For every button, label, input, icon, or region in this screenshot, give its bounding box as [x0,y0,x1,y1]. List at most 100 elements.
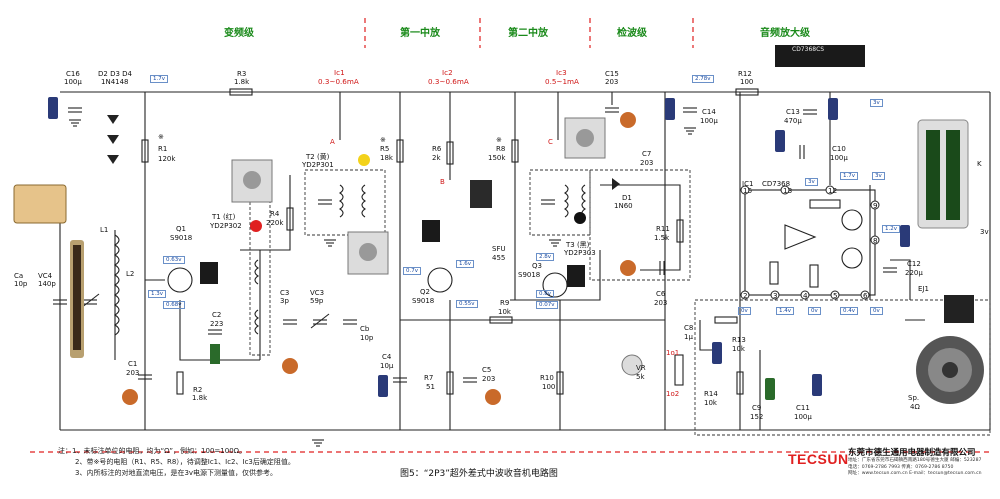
svg-text:5: 5 [833,291,838,300]
r8-star: ※ [496,136,502,144]
r12-label: R12 [738,70,752,78]
ca-value: 10p [14,280,28,288]
r6-value: 2k [432,154,441,162]
volume-in2: 1o2 [666,390,680,398]
c12-label: C12 [907,260,921,268]
ic3-value: 0.5~1mA [545,77,579,86]
r4-value: 220k [266,219,284,227]
t3-value: YD2P303 [564,249,596,257]
stage-title-detector: 检波级 [617,26,648,39]
voltage-tag: 2.78v [692,75,714,83]
component-illustrations [13,45,984,405]
note-line-2: 2、带※号的电阻（R1、R5、R8），待调整Ic1、Ic2、Ic3后确定阻值。 [75,458,295,466]
c12-value: 220μ [905,269,923,277]
c1-value: 203 [126,369,140,377]
c1-label: C1 [128,360,138,368]
voltage-tag: 3v [805,178,818,186]
vc4-value: 140p [38,280,56,288]
voltage-tag: 0.55v [456,300,478,308]
cb-label: Cb [360,325,370,333]
c7-label: C7 [642,150,652,158]
r8-value: 150k [488,154,506,162]
voltage-tag: 1.3v [148,290,167,298]
voltage-tag: 0.63v [163,256,185,264]
stage-title-mixer: 变频级 [224,26,255,39]
r14-label: R14 [704,390,718,398]
voltage-tag: 2.8v [536,253,555,261]
switch-label: K [977,160,982,168]
voltage-tag: 0.4v [840,307,859,315]
test-point-a: A [330,138,335,146]
r5-value: 18k [380,154,393,162]
r8-label: R8 [496,145,506,153]
r3-label: R3 [237,70,247,78]
d1-value: 1N60 [614,202,633,210]
vc3-value: 59p [310,297,324,305]
diodes-label: D2 D3 D4 [98,70,132,78]
ground-symbols [69,119,696,447]
voltage-tag: 1.6v [456,260,475,268]
r11-value: 1.5k [654,234,670,242]
r7-value: 51 [426,383,435,391]
vc3-label: VC3 [310,289,325,297]
c16-value: 100μ [64,78,82,86]
c4-label: C4 [382,353,392,361]
q3-value: S9018 [518,271,541,279]
r5-label: R5 [380,145,390,153]
svg-text:3: 3 [773,291,778,300]
r13-value: 10k [732,345,745,353]
ic1-value: CD7368 [762,180,791,188]
d1-label: D1 [622,194,632,202]
capacitor-symbols [53,107,897,383]
c9-value: 152 [750,413,764,421]
c11-value: 100μ [794,413,812,421]
c13-value: 470μ [784,117,802,125]
c16-label: C16 [66,70,80,78]
r9-label: R9 [500,299,510,307]
svg-text:8: 8 [873,236,878,245]
vr-label: VR [636,364,646,372]
c2-value: 223 [210,320,224,328]
voltage-tag: 0.07v [536,301,558,309]
ic1-value: 0.3~0.6mA [318,77,359,86]
stage-title-audio: 音频放大级 [760,26,811,39]
c6-value: 203 [654,299,668,307]
c15-value: 203 [605,78,619,86]
r10-value: 100 [542,383,556,391]
ca-label: Ca [14,272,24,280]
c10-value: 100μ [830,154,848,162]
figure-caption: 图5：“2P3”超外差式中波收音机电路图 [400,469,558,479]
company-name: 东莞市德生通用电器制造有限公司 [848,448,976,458]
r14-value: 10k [704,399,717,407]
vr-value: 5k [636,373,645,381]
r4-label: R4 [270,210,280,218]
t2-label: T2 (黄) [306,153,330,161]
r5-star: ※ [380,136,386,144]
c5-label: C5 [482,366,492,374]
svg-text:4: 4 [803,291,808,300]
stage-title-if1: 第一中放 [400,26,441,39]
c8-label: C8 [684,324,694,332]
voltage-tag: 0v [738,307,751,315]
voltage-tag: 3v [872,172,885,180]
q1-value: S9018 [170,234,193,242]
r10-label: R10 [540,374,554,382]
q1-label: Q1 [176,225,186,233]
r2-label: R2 [193,386,203,394]
note-line-3: 3、内所标注的对地直流电压，是在3v电源下测量值，仅供参考。 [75,469,278,477]
c15-label: C15 [605,70,619,78]
r7-label: R7 [424,374,434,382]
voltage-tag: 0v [808,307,821,315]
c14-value: 100μ [700,117,718,125]
c5-value: 203 [482,375,496,383]
c10-label: C10 [832,145,846,153]
c3-value: 3p [280,297,289,305]
l1-label: L1 [100,226,109,234]
chip-marking: CD7368CS [792,46,825,53]
voltage-tag: 0.7v [403,267,422,275]
c14-label: C14 [702,108,716,116]
voltage-tag: 0.8v [536,290,555,298]
voltage-tag: 1.4v [776,307,795,315]
l2-label: L2 [126,270,135,278]
c11-label: C11 [796,404,810,412]
